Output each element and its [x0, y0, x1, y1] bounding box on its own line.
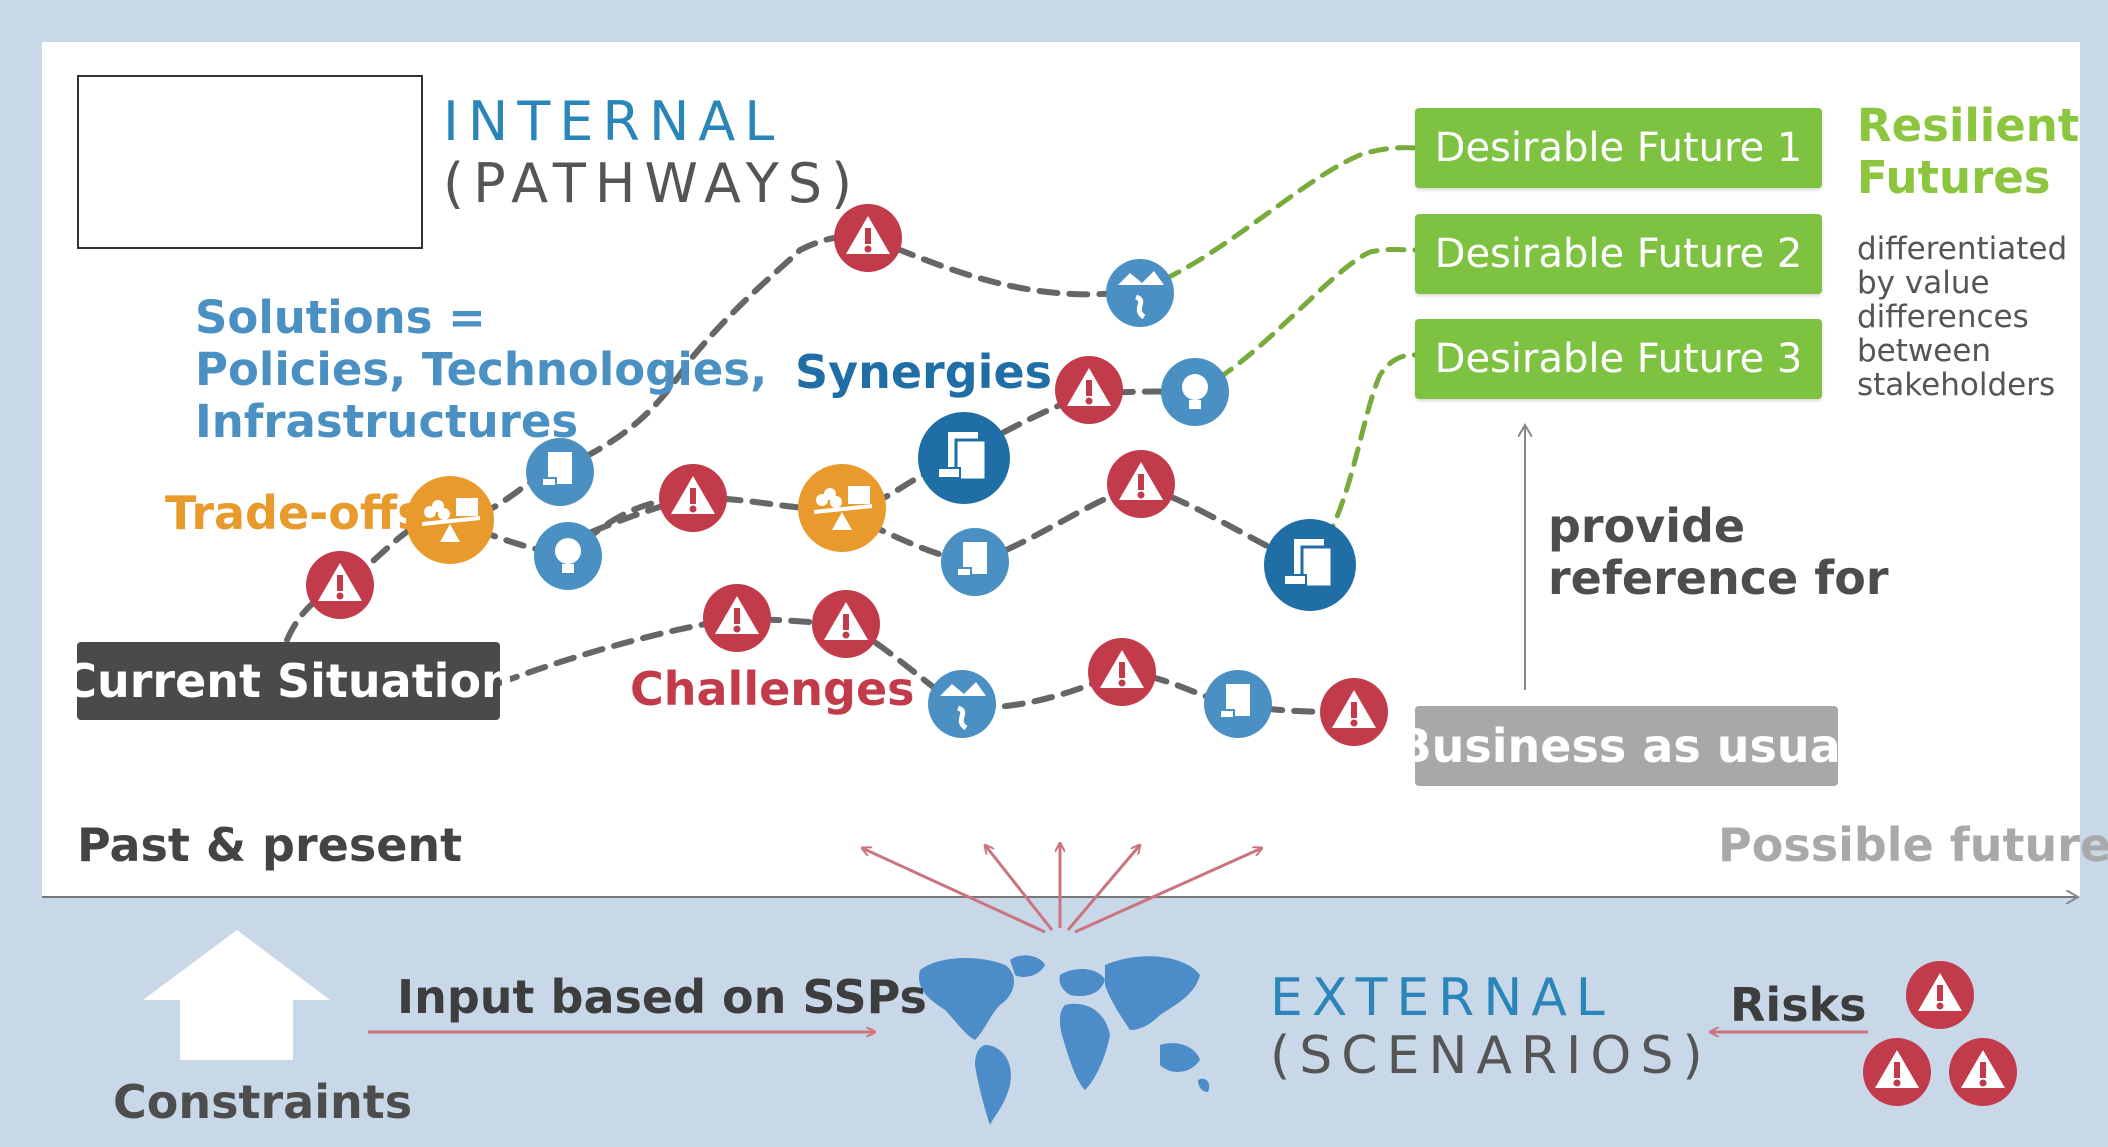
future-line-2 [1192, 247, 1418, 395]
lightbulb-icon [1161, 358, 1229, 426]
warning-icon [1949, 1038, 2017, 1106]
business-as-usual-box: Business as usual [1397, 706, 1856, 786]
lightbulb-icon [534, 522, 602, 590]
desirable-future-1: Desirable Future 1 [1415, 108, 1822, 188]
external-subtitle: (SCENARIOS) [1270, 1026, 1712, 1086]
warning-icon [703, 584, 771, 652]
solutions-line-2: Policies, Technologies, [195, 343, 768, 396]
warning-icons [306, 204, 2017, 1106]
diff-line: stakeholders [1857, 367, 2056, 403]
provide-line-2: reference for [1548, 551, 1889, 605]
scenario-arrows [862, 843, 1262, 934]
provide-reference-label: provide reference for [1548, 500, 1889, 604]
warning-icon [1906, 961, 1974, 1029]
warning-icon [812, 590, 880, 658]
synergy-icons [918, 412, 1356, 611]
warning-icon [1320, 678, 1388, 746]
solutions-label: Solutions = Policies, Technologies, Infr… [195, 292, 767, 448]
scale-people-icon [406, 476, 494, 564]
scenario-arrow-5 [1074, 848, 1262, 934]
pathway-upper-2 [865, 235, 1143, 298]
warning-icon [659, 464, 727, 532]
synergies-label: Synergies [795, 345, 1053, 399]
diff-line: differentiated [1857, 231, 2068, 267]
challenges-label: Challenges [630, 662, 915, 716]
scenario-arrow-2 [985, 845, 1054, 931]
river-icon [928, 670, 996, 738]
external-title: EXTERNAL [1270, 968, 1614, 1028]
diff-line: by value [1857, 265, 1990, 301]
solutions-line-3: Infrastructures [195, 395, 579, 448]
warning-icon [306, 551, 374, 619]
resilient-line-1: Resilient [1857, 99, 2080, 152]
timeline-future-label: Possible future [1718, 818, 2108, 872]
desirable-future-2: Desirable Future 2 [1415, 214, 1822, 294]
diff-line: between [1857, 333, 1992, 369]
tradeoffs-label: Trade-offs [165, 486, 425, 540]
warning-icon [1088, 638, 1156, 706]
differentiated-note: differentiated by value differences betw… [1857, 232, 2067, 402]
world-map [919, 955, 1210, 1125]
document-gavel-icon [941, 528, 1009, 596]
internal-title: INTERNAL [443, 90, 784, 153]
resilient-futures-label: Resilient Futures [1857, 100, 2079, 204]
document-gavel-icon [918, 412, 1010, 504]
warning-icon [834, 204, 902, 272]
diff-line: differences [1857, 299, 2029, 335]
watershed-map-frame [77, 75, 423, 249]
input-ssps-label: Input based on SSPs [397, 970, 927, 1024]
scenario-arrow-4 [1066, 845, 1140, 931]
solutions-line-1: Solutions = [195, 291, 486, 344]
future-line-3 [1307, 352, 1418, 565]
river-icon [1106, 259, 1174, 327]
warning-icon [1863, 1038, 1931, 1106]
document-gavel-icon [1204, 670, 1272, 738]
resilient-line-2: Futures [1857, 151, 2051, 204]
future-line-1 [1137, 145, 1418, 293]
document-gavel-icon [526, 438, 594, 506]
internal-subtitle: (PATHWAYS) [443, 152, 862, 215]
provide-line-1: provide [1548, 499, 1746, 553]
desirable-future-3: Desirable Future 3 [1415, 319, 1822, 399]
scenario-arrow-1 [862, 848, 1046, 934]
future-lines [1137, 145, 1418, 565]
pathway-lower [837, 481, 1303, 566]
warning-icon [1055, 356, 1123, 424]
warning-icon [1107, 450, 1175, 518]
solution-icons [526, 259, 1272, 738]
up-arrow-icon [143, 930, 330, 1060]
document-gavel-icon [1264, 519, 1356, 611]
scale-people-icon [798, 464, 886, 552]
current-situation-box: Current Situation [63, 642, 514, 720]
timeline-past-label: Past & present [77, 818, 463, 872]
constraints-label: Constraints [113, 1075, 413, 1129]
tradeoff-icons [406, 464, 886, 564]
risks-label: Risks [1730, 978, 1867, 1032]
